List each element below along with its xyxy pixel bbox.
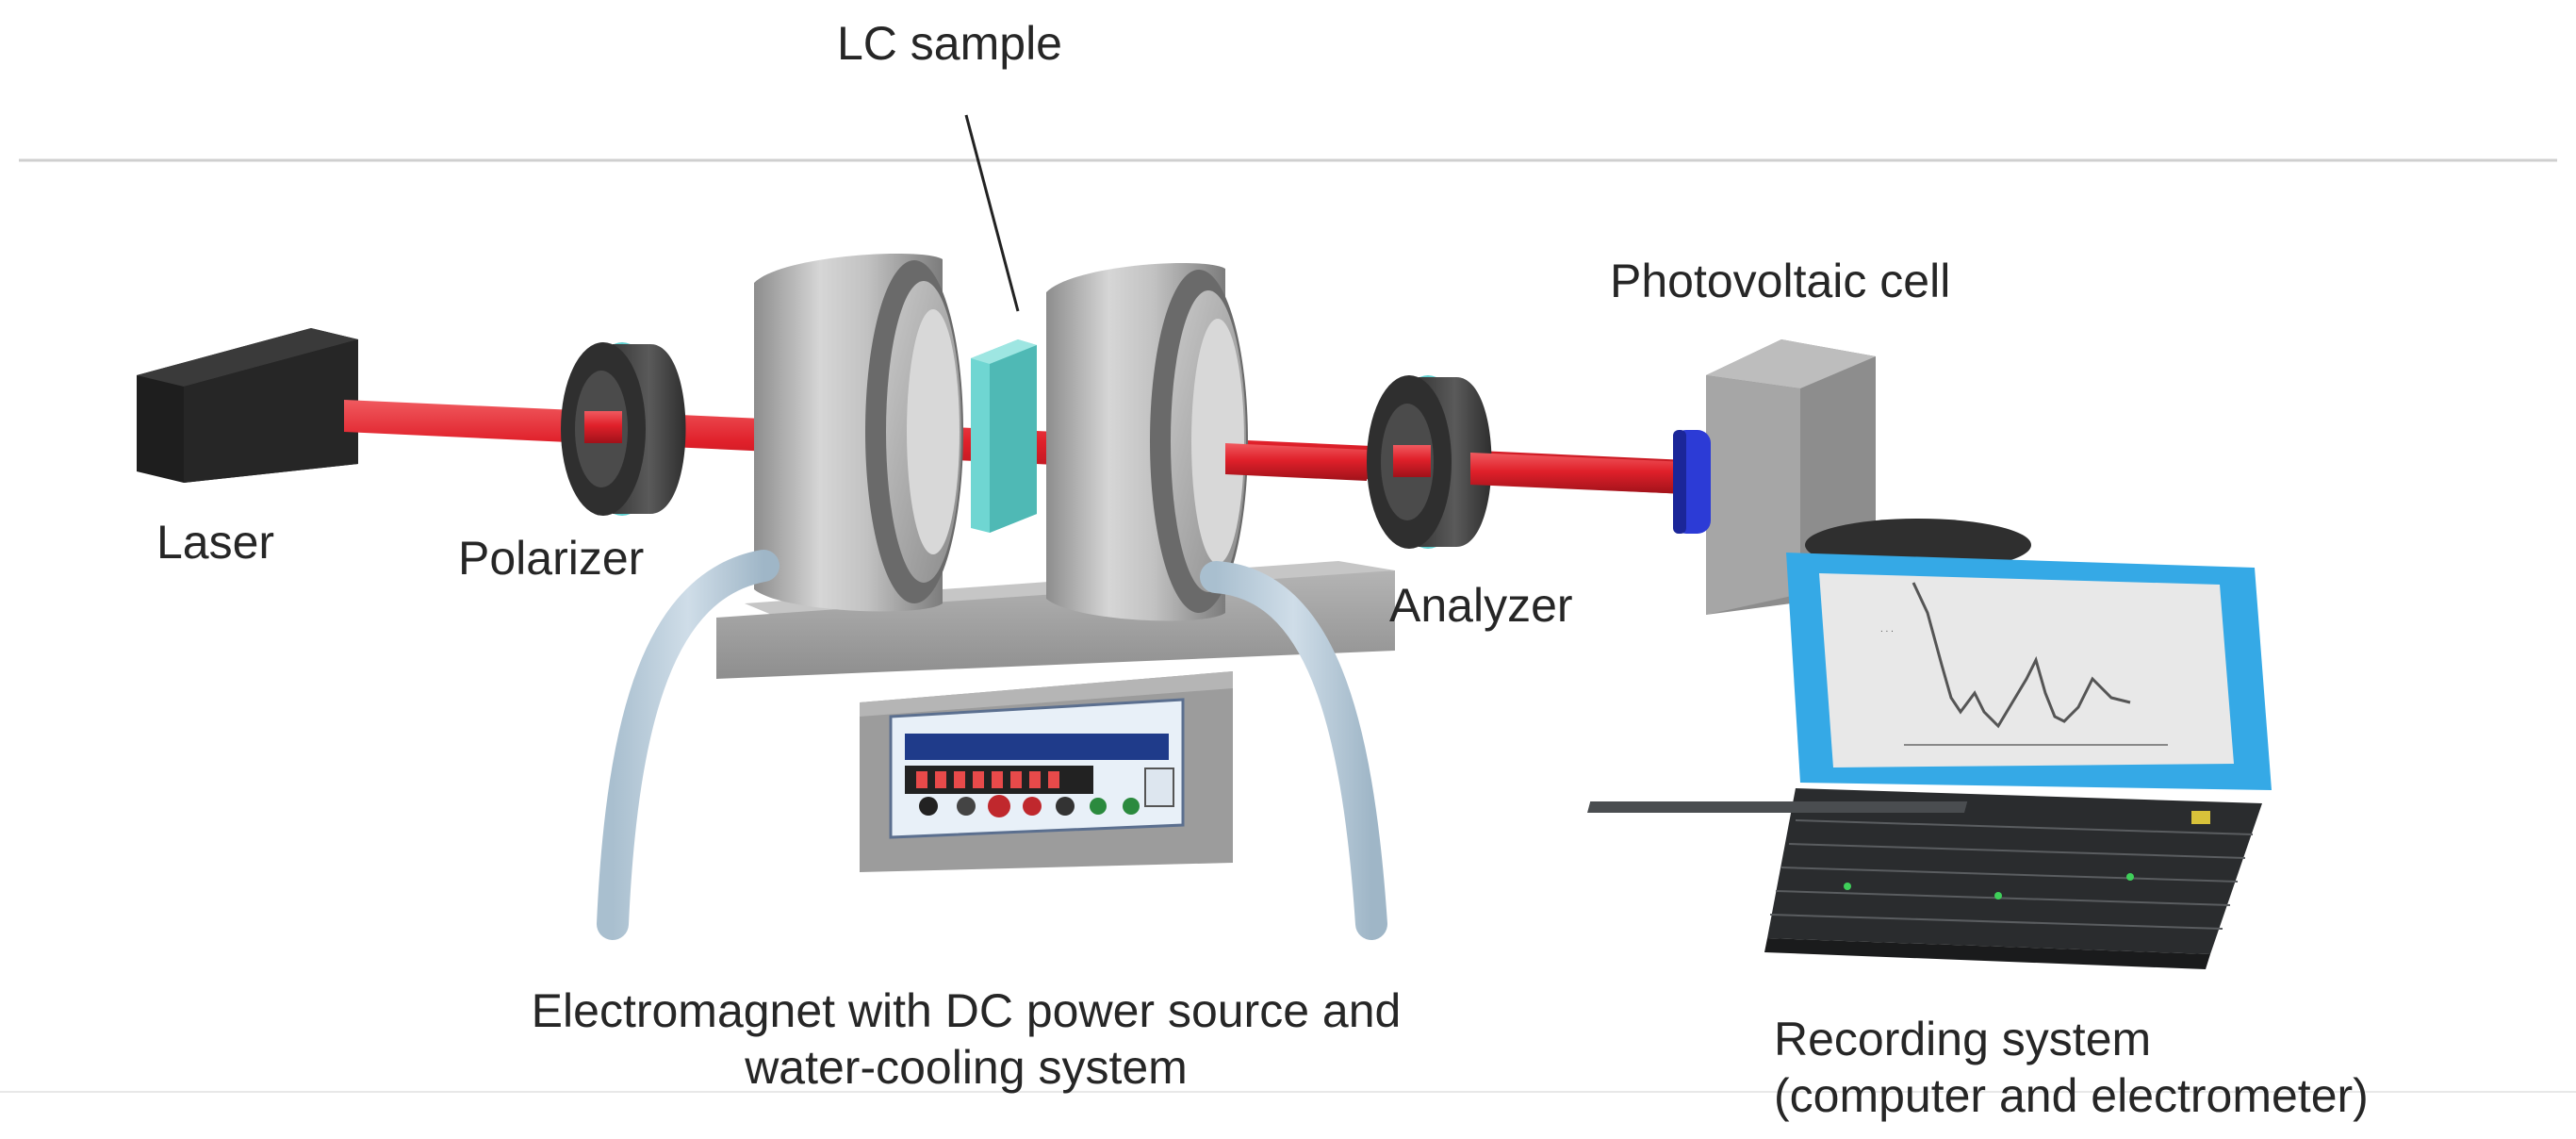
photovoltaic-cell-label: Photovoltaic cell bbox=[1610, 255, 1951, 307]
laser-device bbox=[137, 328, 358, 483]
electromagnet-label-line1: Electromagnet with DC power source and bbox=[531, 984, 1402, 1037]
lc-sample bbox=[971, 339, 1037, 533]
water-cooling-hose-right bbox=[1200, 561, 1387, 940]
laser-beam-segment bbox=[1225, 443, 1367, 481]
electromagnet-right-coil bbox=[1046, 262, 1248, 621]
lc-sample-label: LC sample bbox=[837, 17, 1062, 70]
laser-beam-segment bbox=[1470, 453, 1687, 494]
polarizer-ring bbox=[561, 342, 686, 516]
recording-system-label: Recording system (computer and electrome… bbox=[1774, 1011, 2369, 1124]
spectrum-plot-line bbox=[1911, 582, 2131, 729]
recording-system-label-line2: (computer and electrometer) bbox=[1774, 1069, 2369, 1122]
recording-system-label-line1: Recording system bbox=[1774, 1013, 2152, 1065]
lc-sample-pointer-line bbox=[964, 114, 1020, 312]
laser-label: Laser bbox=[156, 516, 275, 569]
electromagnet-label-line2: water-cooling system bbox=[745, 1041, 1188, 1094]
polarizer-label: Polarizer bbox=[458, 532, 645, 585]
svg-text:. . .: . . . bbox=[1880, 624, 1894, 635]
analyzer-label: Analyzer bbox=[1389, 579, 1573, 632]
keyboard bbox=[1587, 788, 2262, 969]
monitor: . . . bbox=[1786, 553, 2272, 790]
electromagnet-left-coil bbox=[754, 253, 963, 612]
analyzer-ring bbox=[1367, 375, 1492, 549]
dc-power-source bbox=[889, 698, 1185, 839]
electromagnet-label: Electromagnet with DC power source and w… bbox=[476, 982, 1456, 1096]
water-cooling-hose-left bbox=[597, 550, 779, 940]
